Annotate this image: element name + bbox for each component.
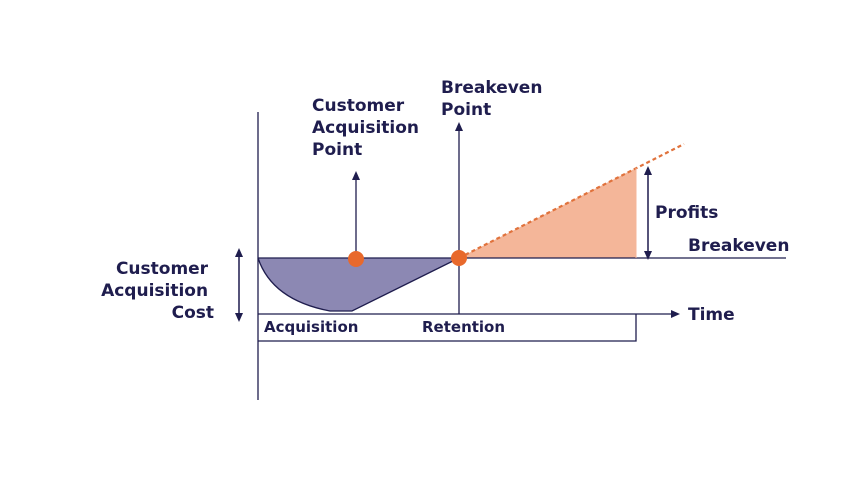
profits-label: Profits	[655, 203, 718, 223]
acquisition-cost-area	[258, 258, 459, 311]
time-label: Time	[688, 305, 735, 325]
breakeven-point-marker	[451, 250, 467, 266]
retention-phase-label: Retention	[422, 318, 505, 336]
phase-bracket	[258, 314, 637, 342]
acquisition-point-marker	[348, 251, 364, 267]
breakeven-label: Breakeven	[688, 236, 789, 256]
breakeven-point-label: Breakeven Point	[441, 78, 548, 120]
acquisition-cost-label: Customer Acquisition Cost	[101, 259, 214, 323]
profit-projection-line	[458, 143, 685, 259]
acquisition-point-label: Customer Acquisition Point	[312, 96, 425, 160]
acquisition-curve	[257, 257, 460, 312]
acquisition-phase-label: Acquisition	[264, 318, 358, 336]
